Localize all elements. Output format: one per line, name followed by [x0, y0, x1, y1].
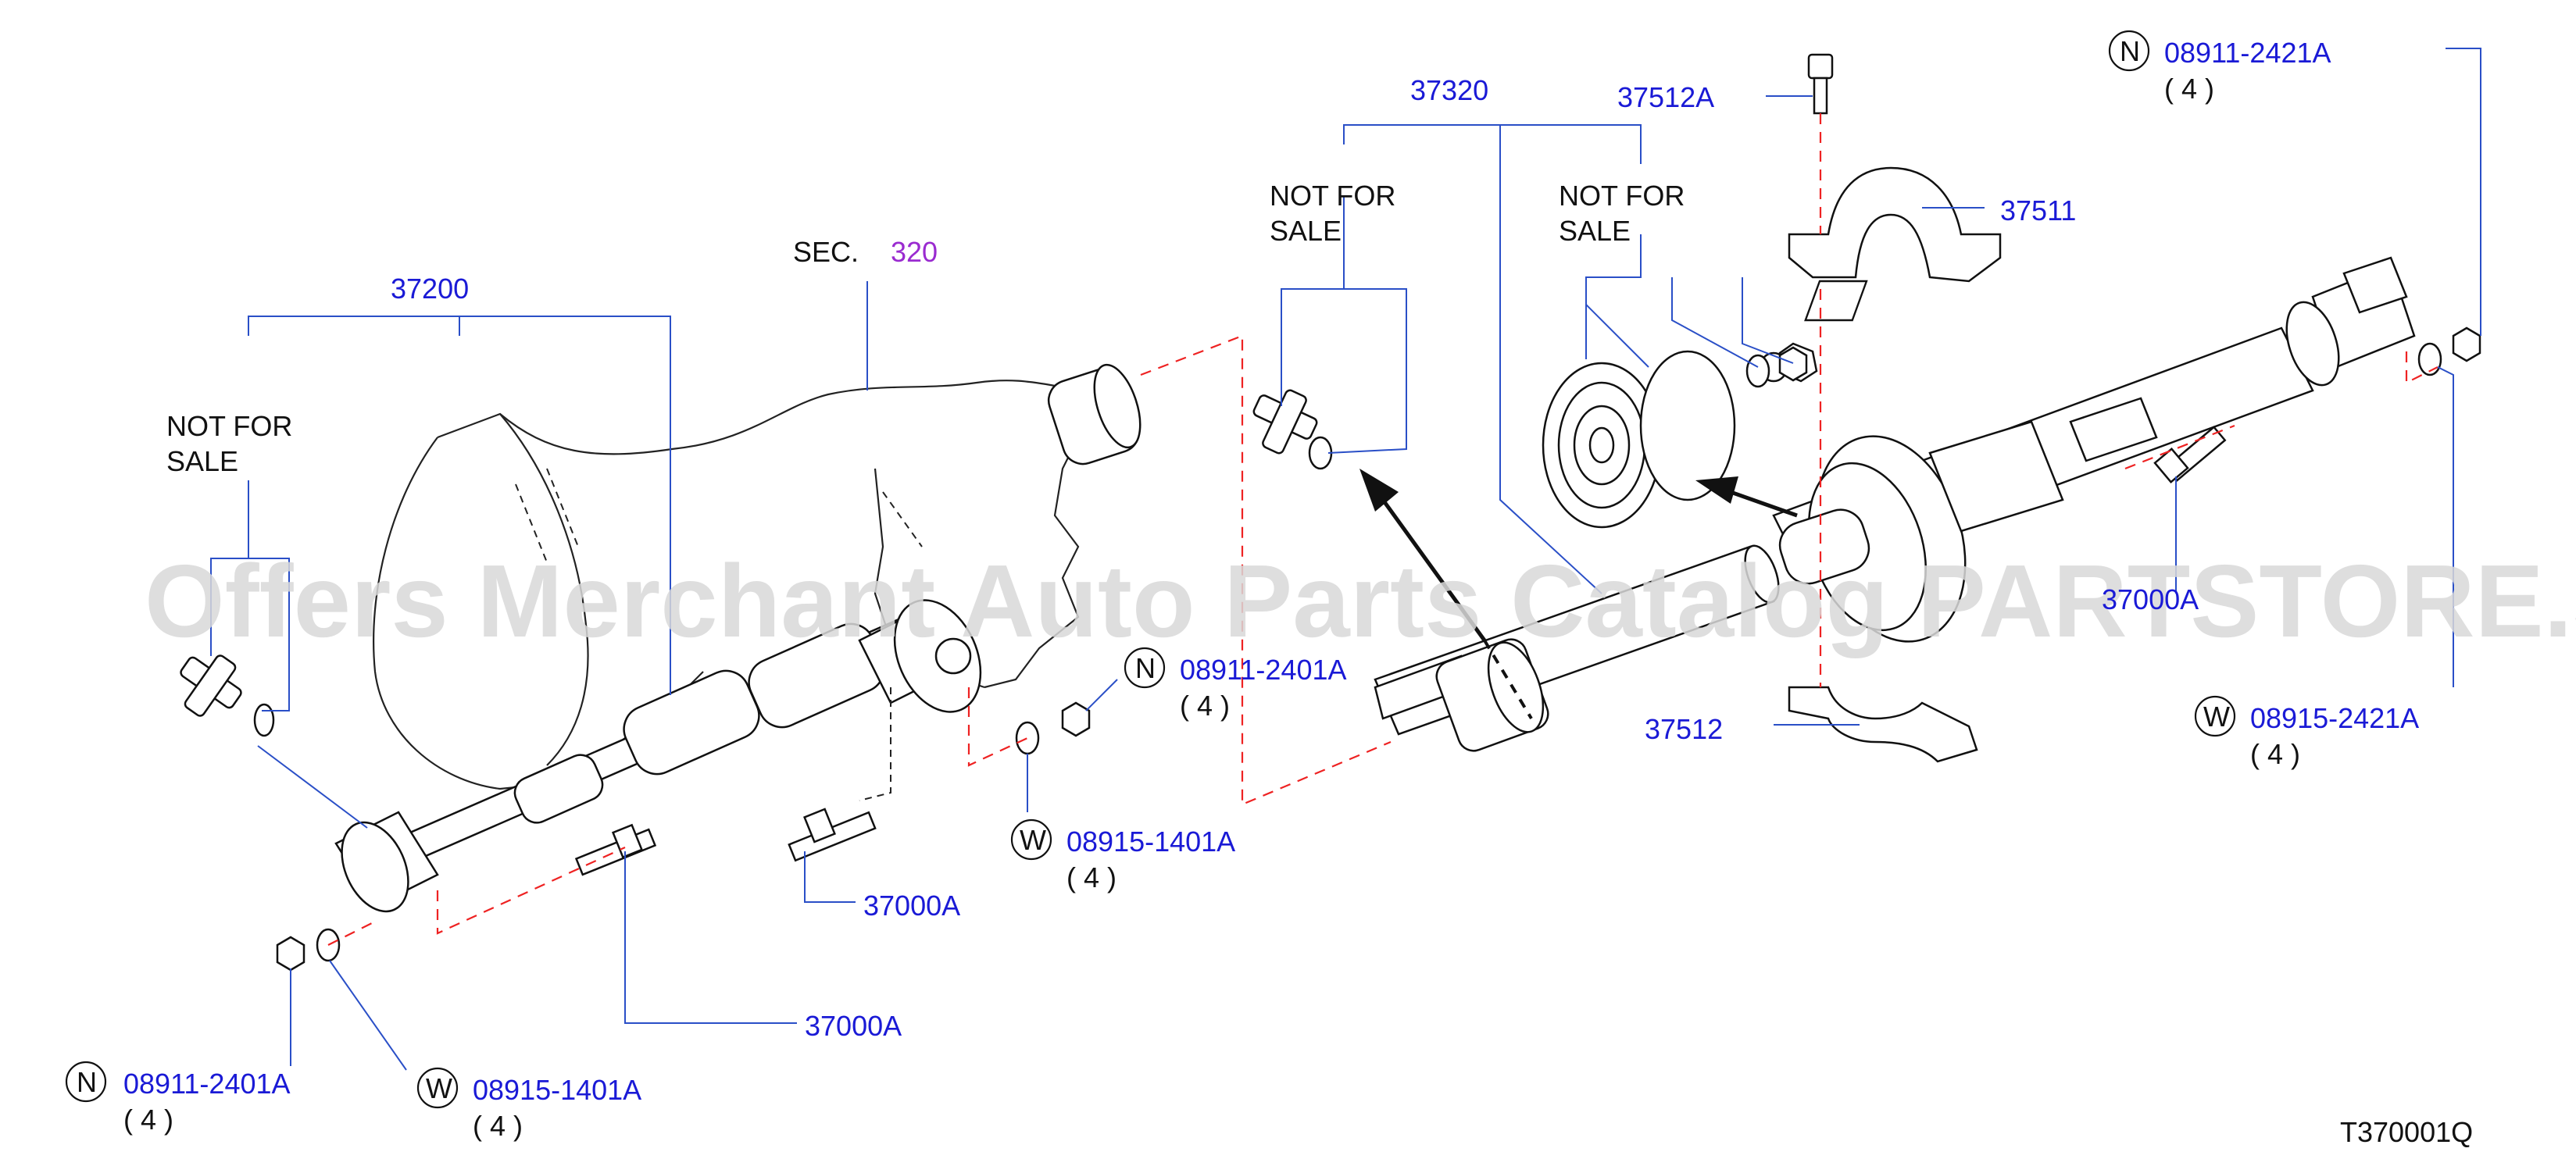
callout-washer-right[interactable]: W 08915-2421A ( 4 ) — [2194, 695, 2419, 770]
svg-text:NOT FOR: NOT FOR — [1559, 180, 1685, 212]
leader-lines — [210, 48, 2481, 1071]
not-for-sale-center: NOT FOR SALE — [1270, 180, 1395, 247]
svg-text:08911-2401A: 08911-2401A — [1180, 654, 1347, 686]
part-37000A-right[interactable]: 37000A — [2102, 583, 2199, 615]
washer-symbol: W — [1020, 824, 1046, 856]
svg-text:( 4 ): ( 4 ) — [473, 1110, 523, 1142]
svg-text:08915-1401A: 08915-1401A — [473, 1074, 641, 1106]
part-37000A-bottom[interactable]: 37000A — [805, 1010, 902, 1042]
callout-nut-center[interactable]: N 08911-2401A ( 4 ) — [1124, 647, 1347, 722]
part-37200[interactable]: 37200 — [391, 273, 469, 305]
svg-text:( 4 ): ( 4 ) — [2164, 73, 2214, 105]
alignment-lines — [327, 113, 2438, 946]
not-for-sale-right: NOT FOR SALE — [1559, 180, 1685, 247]
not-for-sale-left: NOT FOR SALE — [166, 410, 292, 477]
svg-text:NOT FOR: NOT FOR — [1270, 180, 1395, 212]
washer-symbol: W — [2203, 701, 2230, 733]
diagram-code: T370001Q — [2340, 1116, 2473, 1148]
rear-propeller-shaft — [1374, 544, 1780, 752]
section-number[interactable]: 320 — [891, 236, 938, 268]
svg-text:( 4 ): ( 4 ) — [1066, 861, 1117, 893]
svg-text:SALE: SALE — [1270, 215, 1342, 247]
bracket-37512 — [1788, 686, 1978, 763]
fastener-drawings — [276, 53, 2481, 972]
center-bearing — [1542, 342, 1818, 529]
direction-arrows — [1359, 469, 1798, 720]
svg-text:08911-2421A: 08911-2421A — [2164, 37, 2331, 69]
universal-joint-spider-center — [1252, 389, 1318, 455]
part-37320[interactable]: 37320 — [1410, 74, 1488, 106]
part-37000A-center[interactable]: 37000A — [863, 890, 960, 922]
universal-joint-spider-left — [180, 654, 275, 737]
part-37512A[interactable]: 37512A — [1617, 81, 1714, 113]
svg-text:( 4 ): ( 4 ) — [1180, 690, 1230, 722]
part-37511[interactable]: 37511 — [2000, 194, 2076, 226]
svg-text:( 4 ): ( 4 ) — [2250, 738, 2300, 770]
part-37512[interactable]: 37512 — [1645, 713, 1723, 745]
svg-text:SALE: SALE — [166, 445, 238, 477]
watermark: Offers Merchant Auto Parts Catalog PARTS… — [145, 544, 2576, 658]
front-propeller-shaft — [334, 599, 982, 913]
svg-text:08911-2401A: 08911-2401A — [123, 1068, 291, 1100]
callout-washer-bottom-left[interactable]: W 08915-1401A ( 4 ) — [416, 1067, 641, 1142]
washer-symbol: W — [426, 1072, 452, 1104]
bolt-dash-line — [859, 687, 891, 801]
callout-washer-center[interactable]: W 08915-1401A ( 4 ) — [1010, 818, 1235, 893]
callout-nut-top-right[interactable]: N 08911-2421A ( 4 ) — [2108, 30, 2331, 105]
svg-text:NOT FOR: NOT FOR — [166, 410, 292, 442]
svg-text:08915-1401A: 08915-1401A — [1066, 826, 1235, 858]
svg-text:08915-2421A: 08915-2421A — [2250, 702, 2419, 734]
transmission-housing — [373, 363, 1142, 790]
svg-text:SEC.: SEC. — [793, 236, 859, 268]
nut-symbol: N — [77, 1066, 97, 1098]
nut-symbol: N — [2120, 35, 2140, 67]
nut-symbol: N — [1135, 652, 1156, 684]
svg-text:( 4 ): ( 4 ) — [123, 1104, 173, 1136]
section-reference: SEC. 320 — [793, 236, 938, 268]
rear-shaft-coupling — [1772, 256, 2416, 643]
svg-text:SALE: SALE — [1559, 215, 1631, 247]
callout-nut-bottom-left[interactable]: N 08911-2401A ( 4 ) — [65, 1061, 291, 1136]
